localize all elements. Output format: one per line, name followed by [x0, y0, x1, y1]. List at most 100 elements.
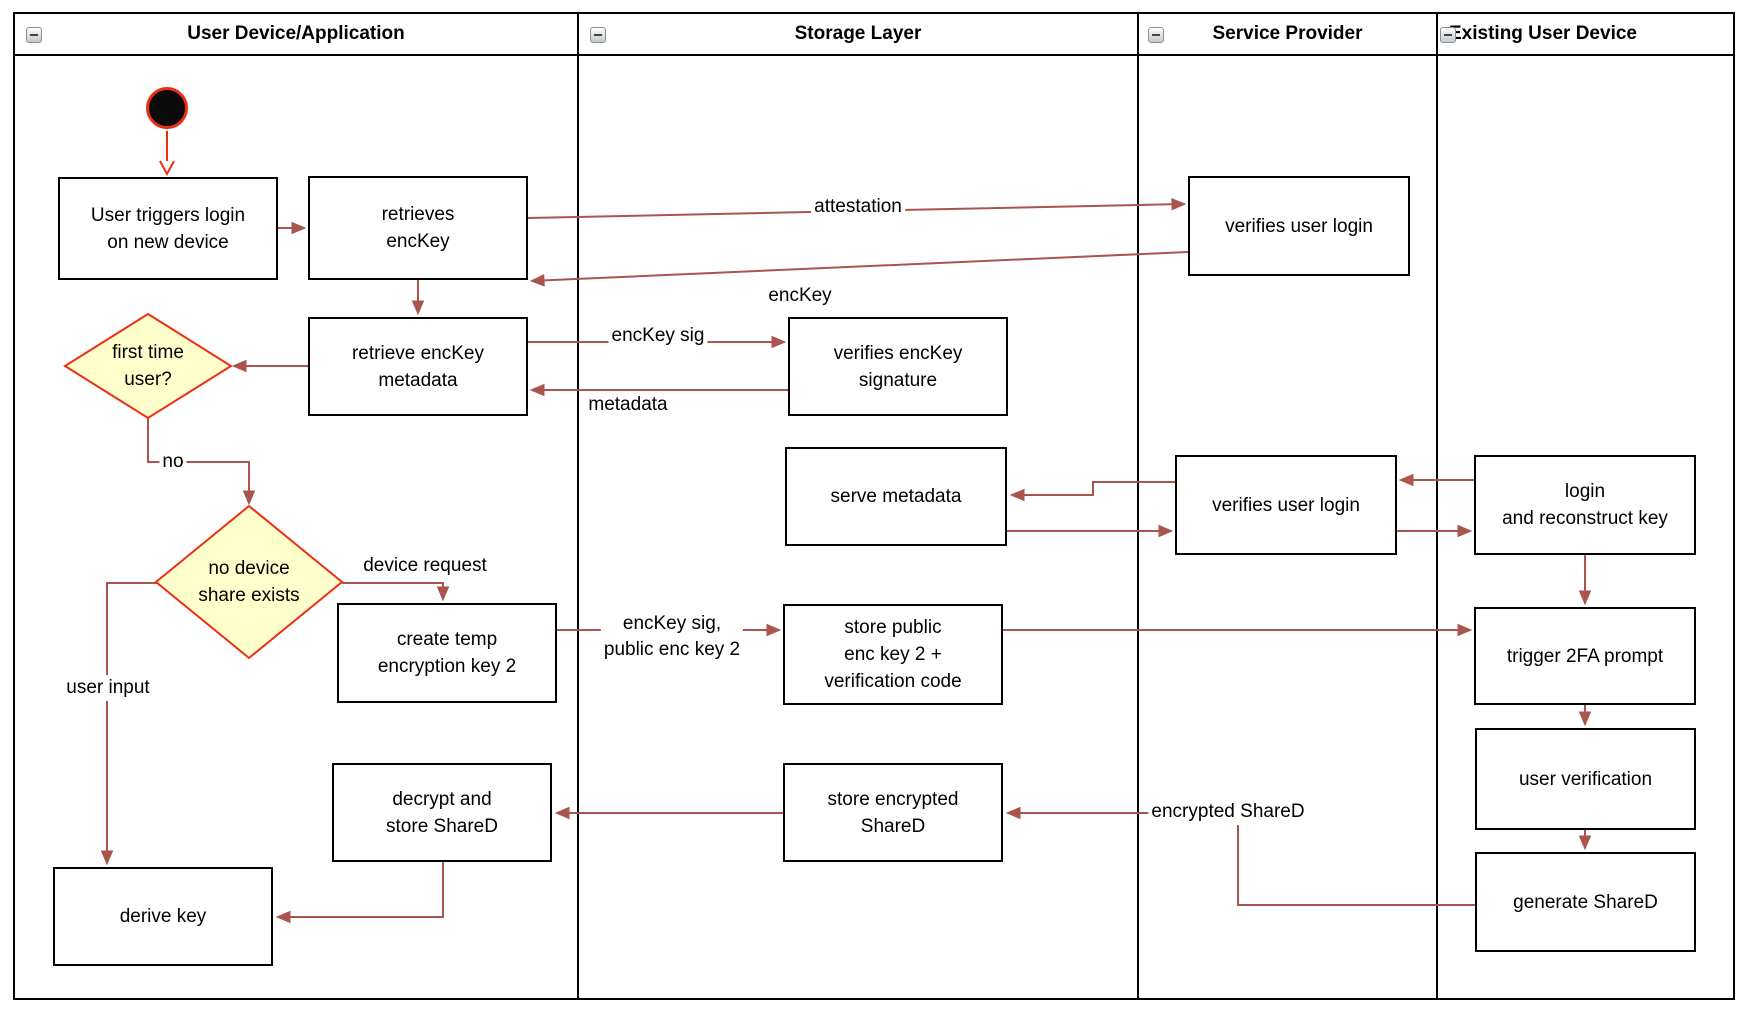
shape-text-line: share exists: [198, 585, 300, 606]
arrowhead-attestation-edge: [1171, 198, 1187, 211]
shape-text-line: and reconstruct key: [1502, 508, 1668, 529]
shape-text-line: verifies user login: [1212, 494, 1360, 516]
arrowhead-login-to-verifies2: [1398, 473, 1414, 487]
shape-text-line: on new device: [107, 231, 229, 253]
shape-text-line: encrypted ShareD: [1151, 801, 1305, 822]
shape-text-line: encryption key 2: [377, 656, 517, 677]
arrowhead-store-encrypted-to-decrypt: [554, 806, 570, 820]
shape-text-line: trigger 2FA prompt: [1506, 645, 1664, 667]
shape-text-line: ShareD: [860, 815, 926, 837]
minus-glyph: [1444, 34, 1452, 36]
minus-glyph: [1152, 34, 1160, 36]
start-node[interactable]: [146, 87, 188, 129]
arrowhead-verifies2-to-login: [1457, 524, 1473, 538]
arrowhead-store-public-to-trigger-2fa: [1457, 623, 1473, 637]
shape-text-line: device request: [363, 555, 487, 576]
metadata-label[interactable]: metadata: [585, 392, 671, 418]
activity-box-login-and-reconstruct-key[interactable]: login and reconstruct key: [1474, 455, 1696, 555]
decision-diamond-first-time-user[interactable]: [63, 312, 233, 420]
shape-text-line: user verification: [1518, 768, 1653, 790]
shape-text-line: user input: [66, 677, 150, 698]
shape-text-line: retrieves: [381, 204, 455, 225]
shape-text-line: encKey: [386, 231, 450, 252]
connector-generate-to-store-encrypted[interactable]: [1020, 812, 1475, 906]
activity-box-verifies-user-login-1[interactable]: verifies user login: [1188, 176, 1410, 276]
activity-box-create-temp-encryption-key-2[interactable]: create temp encryption key 2: [337, 603, 557, 703]
arrowhead-enckey-sig-edge: [771, 335, 787, 349]
shape-text-line: create temp: [396, 629, 498, 650]
arrowhead-user-input-edge: [100, 850, 114, 866]
shape-text-line: verifies user login: [1225, 215, 1373, 237]
shape-text-line: attestation: [814, 196, 902, 217]
connector-enckey-return-edge[interactable]: [543, 251, 1189, 282]
activity-box-user-triggers-login[interactable]: User triggers login on new device: [58, 177, 278, 280]
activity-box-generate-shared[interactable]: generate ShareD: [1475, 852, 1696, 952]
collapse-minus-icon[interactable]: [1148, 27, 1164, 43]
connector-verifies2-to-serve-metadata[interactable]: [1024, 481, 1175, 496]
shape-text-line: store encrypted: [827, 788, 959, 810]
encrypted-shared-label[interactable]: encrypted ShareD: [1148, 799, 1308, 825]
attestation-label[interactable]: attestation: [811, 194, 905, 220]
arrowhead-metadata-return-edge: [529, 383, 545, 397]
shape-text-line: enc key 2 +: [844, 644, 942, 665]
activity-box-verifies-user-login-2[interactable]: verifies user login: [1175, 455, 1397, 555]
shape-text-line: encKey sig: [611, 325, 705, 346]
user-input-label[interactable]: user input: [63, 675, 153, 701]
arrowhead-enckey-sig-2-edge: [766, 623, 782, 637]
shape-text-line: serve metadata: [830, 486, 962, 507]
activity-box-decrypt-and-store-shared[interactable]: decrypt and store ShareD: [332, 763, 552, 862]
device-request-label[interactable]: device request: [360, 553, 490, 579]
shape-text-line: User triggers login: [90, 204, 246, 226]
arrowhead-user-verification-to-generate: [1578, 835, 1592, 851]
enckey-label[interactable]: encKey: [765, 283, 835, 309]
shape-text-line: encKey: [768, 285, 832, 306]
shape-text-line: no device: [208, 558, 290, 579]
enckey-sig-public-label[interactable]: encKey sig,public enc key 2: [600, 611, 744, 663]
connector-decrypt-to-derive[interactable]: [290, 862, 444, 918]
connector-device-request-edge[interactable]: [342, 582, 444, 587]
minus-glyph: [30, 34, 38, 36]
minus-glyph: [594, 34, 602, 36]
lane-header-user-device-application[interactable]: User Device/Application: [187, 23, 405, 44]
shape-text-line: verification code: [824, 671, 962, 692]
arrowhead-device-request-edge: [436, 586, 450, 602]
arrowhead-no-branch-edge: [242, 490, 256, 506]
shape-text-line: decrypt and: [392, 788, 492, 810]
shape-text-line: public enc key 2: [603, 639, 741, 660]
connector-no-branch-edge[interactable]: [147, 416, 250, 491]
collapse-minus-icon[interactable]: [26, 27, 42, 43]
arrowhead-user-triggers-to-retrieves: [291, 221, 307, 235]
arrowhead-verifies2-to-serve-metadata: [1009, 488, 1025, 502]
shape-text-line: login: [1564, 481, 1606, 502]
arrowhead-decrypt-to-derive: [275, 910, 291, 924]
lane-header-service-provider[interactable]: Service Provider: [1212, 23, 1363, 44]
shape-text-line: metadata: [378, 369, 458, 391]
shape-text-line: verifies encKey: [833, 342, 963, 364]
shape-text-line: store ShareD: [386, 815, 498, 837]
activity-box-trigger-2fa-prompt[interactable]: trigger 2FA prompt: [1474, 607, 1696, 705]
connector-user-input-edge[interactable]: [106, 582, 157, 851]
activity-box-serve-metadata[interactable]: serve metadata: [785, 447, 1007, 546]
arrowhead-retrieves-to-metadata: [411, 300, 425, 316]
arrowhead-start-to-user-triggers: [159, 160, 175, 177]
activity-box-user-verification[interactable]: user verification: [1475, 728, 1696, 830]
arrowhead-enckey-return-edge: [529, 274, 545, 287]
no-label[interactable]: no: [159, 449, 187, 475]
collapse-minus-icon[interactable]: [590, 27, 606, 43]
lane-header-storage-layer[interactable]: Storage Layer: [794, 23, 922, 44]
activity-box-retrieves-enckey[interactable]: retrieves encKey: [308, 176, 528, 280]
enckey-sig-label[interactable]: encKey sig: [608, 323, 708, 349]
shape-text-line: generate ShareD: [1513, 891, 1658, 913]
activity-box-derive-key[interactable]: derive key: [53, 867, 273, 966]
decision-diamond-no-device-share-exists[interactable]: [154, 504, 344, 660]
shape-text-line: metadata: [588, 394, 668, 415]
lane-header-existing-user-device[interactable]: Existing User Device: [1449, 23, 1637, 44]
collapse-minus-icon[interactable]: [1440, 27, 1456, 43]
diagram-border: [13, 12, 1735, 1000]
